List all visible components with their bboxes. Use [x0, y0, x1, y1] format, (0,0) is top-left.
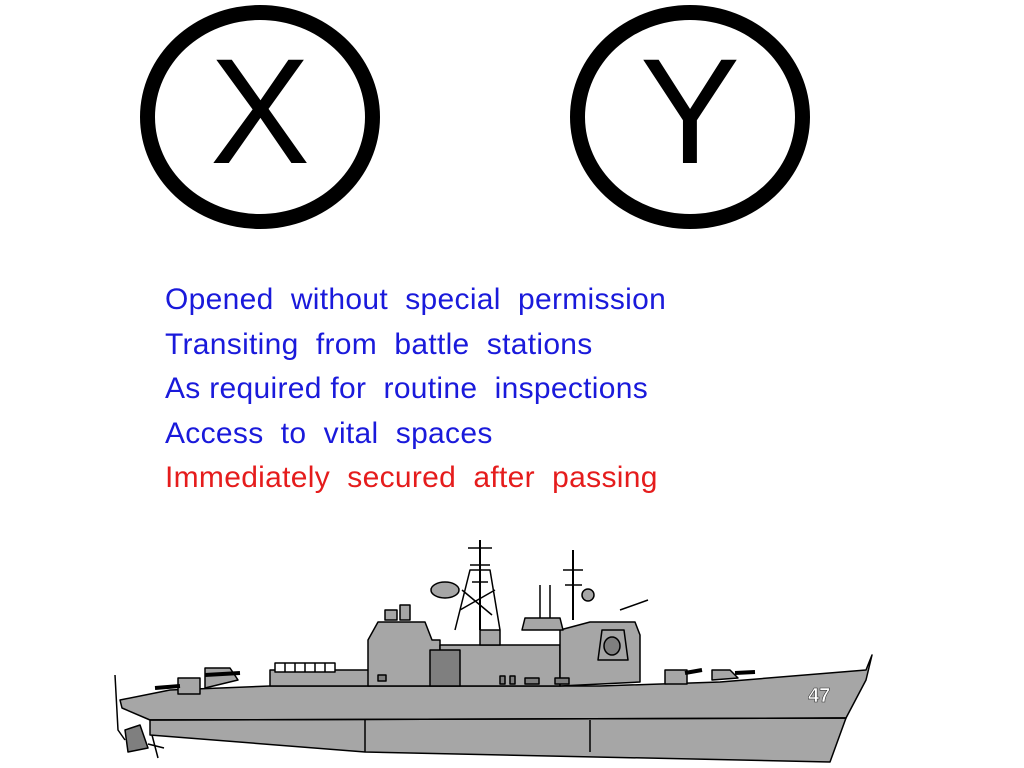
line-transiting-battle-stations: Transiting from battle stations	[165, 327, 593, 361]
warship-illustration: 47	[114, 540, 873, 763]
forward-gun-mount	[664, 669, 688, 685]
radar-dish	[430, 581, 460, 599]
line-access-vital-spaces: Access to vital spaces	[165, 416, 493, 450]
rudder	[124, 724, 149, 753]
circle-x-symbol: X	[140, 5, 380, 229]
circle-y-symbol: Y	[570, 5, 810, 229]
superstructure-top-fwd	[521, 617, 564, 631]
propeller	[147, 734, 165, 759]
line-routine-inspections: As required for routine inspections	[165, 372, 649, 405]
stern-gun-mount	[177, 677, 201, 695]
aft-gun-mount	[204, 667, 239, 689]
bow-gun-mount	[711, 669, 739, 681]
symbol-y-letter: Y	[639, 27, 741, 195]
line-immediately-secured: Immediately secured after passing	[165, 461, 658, 494]
radar-dome	[581, 588, 595, 602]
mast-lattice	[454, 569, 501, 631]
line-opened-without-permission: Opened without special permission	[165, 283, 667, 316]
condition-list: Opened without special permission Transi…	[165, 278, 666, 501]
hull-lower	[149, 717, 847, 763]
stern-flagstaff	[114, 674, 126, 741]
funnel	[429, 649, 461, 687]
superstructure-top-mid	[479, 629, 501, 646]
hull-number: 47	[808, 685, 830, 707]
symbol-x-letter: X	[209, 27, 311, 195]
